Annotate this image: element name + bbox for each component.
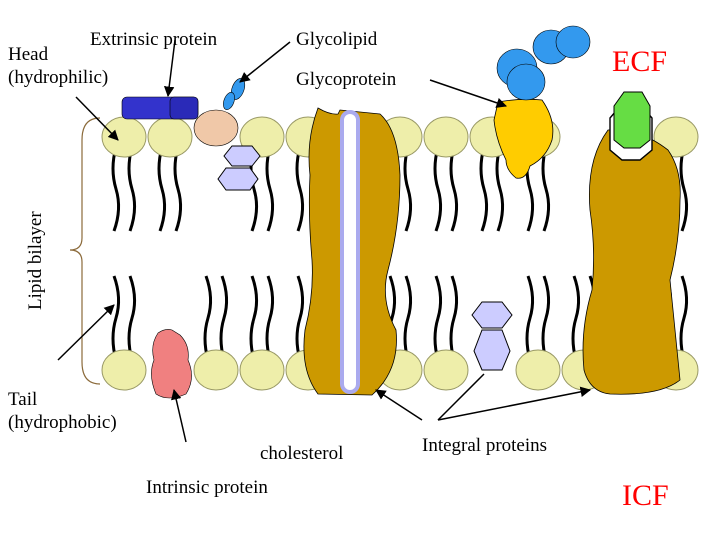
- pink-head: [193, 109, 239, 147]
- label-icf: ICF: [622, 479, 669, 512]
- lipid-tail: [295, 146, 305, 232]
- lipid-tail: [679, 146, 689, 232]
- label-head: Head (hydrophilic): [8, 44, 109, 88]
- lipid-tail: [571, 275, 581, 361]
- arrow-intrinsic: [171, 388, 187, 443]
- lipid-head: [101, 116, 147, 158]
- lipid-tail: [679, 275, 689, 361]
- label-cholesterol: cholesterol: [260, 443, 344, 464]
- channel-green: [613, 91, 651, 149]
- label-ecf: ECF: [612, 45, 668, 78]
- lipid-tail: [265, 275, 275, 361]
- cholesterol-ring-4: [473, 329, 511, 371]
- arrow-glycoprotein: [429, 79, 507, 108]
- label-intrinsic-protein: Intrinsic protein: [146, 477, 268, 498]
- lipid-tail: [265, 146, 275, 232]
- lipid-head: [239, 349, 285, 391]
- arrow-extrinsic: [163, 39, 176, 98]
- lipid-head: [653, 116, 699, 158]
- label-glycoprotein: Glycoprotein: [296, 69, 397, 90]
- lipid-tail: [249, 275, 259, 361]
- lipid-tail: [525, 275, 535, 361]
- glycolipid-sugar-2: [223, 92, 235, 110]
- arrow-integral-right: [437, 386, 592, 421]
- lipid-head: [193, 349, 239, 391]
- lipid-tail: [449, 146, 459, 232]
- label-extrinsic-protein: Extrinsic protein: [90, 29, 218, 50]
- channel-pore: [340, 110, 360, 394]
- extrinsic-protein-tab: [169, 96, 199, 120]
- lipid-tail: [541, 275, 551, 361]
- lipid-tail: [111, 275, 121, 361]
- arrow-head: [75, 96, 119, 141]
- lipid-tail: [403, 275, 413, 361]
- label-tail: Tail (hydrophobic): [8, 389, 117, 433]
- glycoprotein-sugar-4: [506, 63, 546, 101]
- arrow-cholesterol: [375, 389, 423, 421]
- lipid-tail: [203, 275, 213, 361]
- lipid-head: [423, 116, 469, 158]
- arrow-glycolipid: [239, 41, 291, 83]
- lipid-tail: [127, 146, 137, 232]
- lipid-tail: [433, 146, 443, 232]
- lipid-tail: [157, 146, 167, 232]
- lipid-head: [423, 349, 469, 391]
- cholesterol-ring-1: [223, 145, 261, 167]
- lipid-head: [515, 349, 561, 391]
- lipid-tail: [219, 275, 229, 361]
- glycoprotein-body: [493, 98, 554, 179]
- arrow-integral-left: [437, 373, 485, 421]
- lipid-tail: [127, 275, 137, 361]
- label-integral-proteins: Integral proteins: [422, 435, 548, 456]
- intrinsic-protein: [151, 329, 192, 399]
- lipid-tail: [449, 275, 459, 361]
- cholesterol-ring-2: [217, 167, 259, 191]
- lipid-head: [147, 116, 193, 158]
- lipid-tail: [111, 146, 121, 232]
- cholesterol-ring-3: [471, 301, 513, 329]
- integral-protein-large: [582, 129, 681, 395]
- lipid-head: [101, 349, 147, 391]
- lipid-tail: [433, 275, 443, 361]
- label-glycolipid: Glycolipid: [296, 29, 378, 50]
- lipid-tail: [479, 146, 489, 232]
- lipid-tail: [295, 275, 305, 361]
- lipid-tail: [173, 146, 183, 232]
- lipid-tail: [403, 146, 413, 232]
- arrow-tail: [57, 304, 115, 361]
- label-lipid-bilayer: Lipid bilayer: [25, 211, 46, 310]
- lipid-tail: [541, 146, 551, 232]
- bilayer-brace: [69, 117, 101, 385]
- glycoprotein-sugar-3: [555, 25, 591, 59]
- lipid-tail: [495, 146, 505, 232]
